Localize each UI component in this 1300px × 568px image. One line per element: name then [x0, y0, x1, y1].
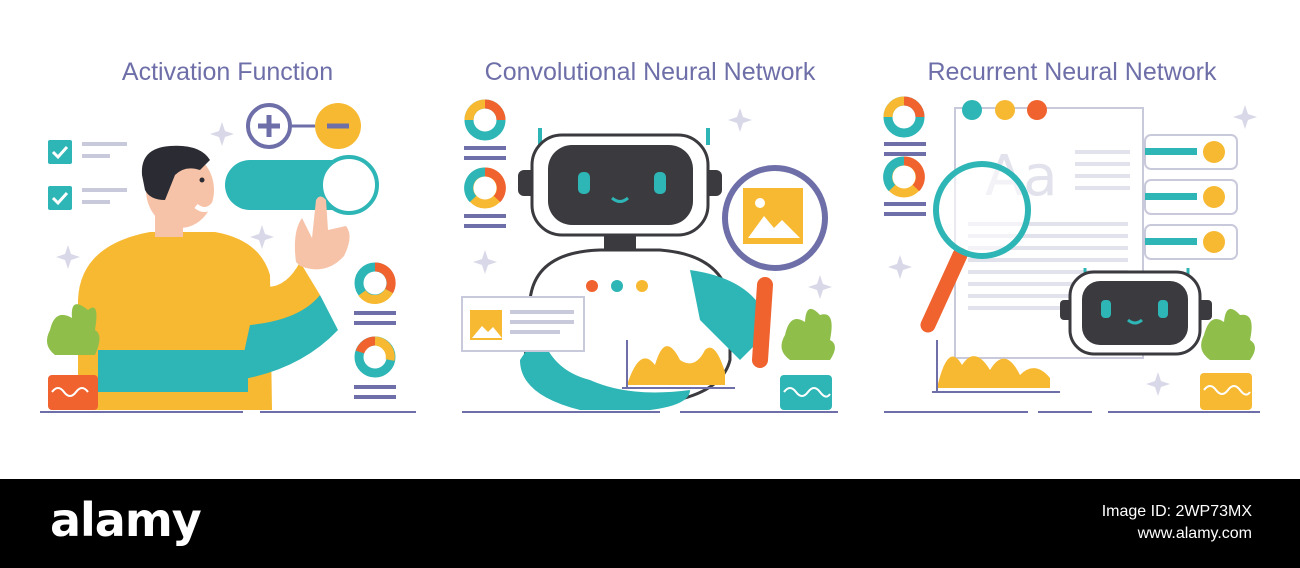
- potted-plant-icon: [780, 308, 835, 410]
- rnn-illustration: Aa: [883, 96, 1260, 413]
- magnifying-glass-icon: [920, 161, 1031, 333]
- image-id-text: Image ID: 2WP73MX: [1101, 503, 1252, 520]
- cnn-illustration: [461, 99, 838, 413]
- robot-head-icon: [1060, 268, 1212, 356]
- checklist-icon: [48, 140, 127, 210]
- alamy-logo: alamy: [50, 493, 202, 547]
- plus-minus-icon: [246, 103, 361, 149]
- person-figure: [78, 145, 350, 410]
- donut-chart-icon: [883, 96, 926, 216]
- magnifying-glass-icon: [722, 165, 828, 368]
- activation-function-illustration: [40, 103, 416, 413]
- panel-title-cnn: Convolutional Neural Network: [484, 58, 816, 86]
- site-url-text: www.alamy.com: [1137, 525, 1252, 542]
- image-id-info: Image ID: 2WP73MX www.alamy.com: [1102, 501, 1252, 545]
- image-card-icon: [461, 296, 585, 352]
- potted-plant-icon: [1200, 308, 1255, 410]
- illustration-canvas: Aa: [40, 96, 1260, 413]
- area-chart-icon: [932, 340, 1060, 393]
- panel-title-rnn: Recurrent Neural Network: [927, 58, 1217, 86]
- sparkle-icon: [473, 108, 832, 299]
- donut-chart-icon: [354, 262, 396, 399]
- panel-title-activation-function: Activation Function: [121, 58, 334, 86]
- list-bars-icon: [1144, 134, 1238, 260]
- donut-chart-icon: [464, 99, 506, 228]
- footer-bar: alamy Image ID: 2WP73MX www.alamy.com: [0, 479, 1300, 568]
- sparkle-icon: [888, 105, 1257, 396]
- area-chart-icon: [622, 340, 735, 389]
- potted-plant-icon: [46, 304, 100, 410]
- toggle-switch-icon: [225, 155, 379, 215]
- sparkle-icon: [56, 122, 274, 269]
